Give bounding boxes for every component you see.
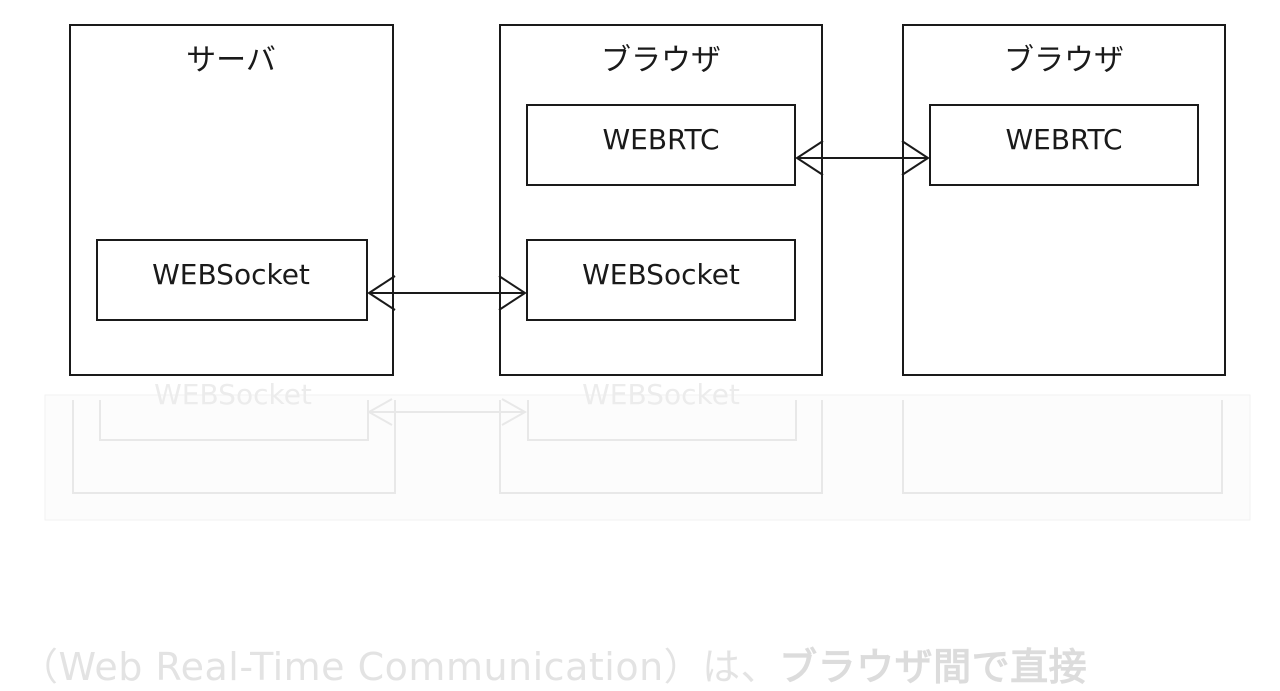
websocket-connection-arrow — [367, 275, 527, 311]
browser-2-webrtc-box — [929, 104, 1199, 186]
reflection-websocket-label-2: WEBSocket — [582, 378, 740, 411]
server-websocket-label: WEBSocket — [152, 258, 310, 291]
browser-column-1: ブラウザ WEBRTC WEBSocket — [499, 24, 823, 376]
browser-1-websocket-label: WEBSocket — [582, 258, 740, 291]
browser-1-webrtc-box — [526, 104, 796, 186]
caption-bold: ブラウザ間で直接 — [779, 645, 1088, 689]
reflection-websocket-label-1: WEBSocket — [154, 378, 312, 411]
browser-column-2: ブラウザ WEBRTC — [902, 24, 1226, 376]
browser-1-title: ブラウザ — [601, 43, 721, 78]
server-websocket-box — [96, 239, 368, 321]
diagram-reflection — [44, 394, 1251, 521]
server-title: サーバ — [186, 43, 276, 78]
architecture-diagram: サーバ WEBSocket ブラウザ WEBRTC WEBSocket ブラウザ… — [44, 24, 1251, 521]
browser-2-webrtc-label: WEBRTC — [1005, 123, 1122, 156]
browser-1-websocket-box — [526, 239, 796, 321]
browser-1-webrtc-label: WEBRTC — [602, 123, 719, 156]
webrtc-connection-arrow — [795, 140, 930, 176]
caption-text: （Web Real-Time Communication）は、ブラウザ間で直接 — [20, 636, 1087, 691]
caption-plain: （Web Real-Time Communication）は、 — [20, 645, 780, 689]
server-column: サーバ WEBSocket — [69, 24, 394, 376]
browser-2-title: ブラウザ — [1004, 43, 1124, 78]
